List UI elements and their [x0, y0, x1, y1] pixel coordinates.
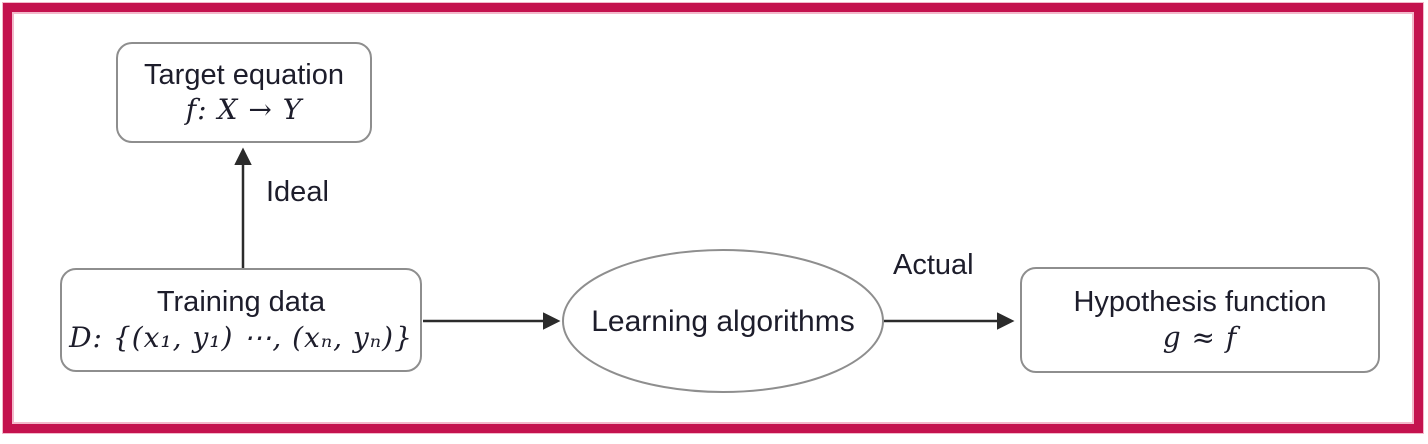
training-data-node: Training data D: {(x₁, y₁) ⋯, (xₙ, yₙ)}: [60, 268, 422, 372]
hypothesis-function-node: Hypothesis function g ≈ f: [1020, 267, 1380, 373]
target-equation-title: Target equation: [144, 58, 344, 91]
training-data-title: Training data: [156, 286, 326, 319]
hypothesis-function-title: Hypothesis function: [1073, 286, 1327, 319]
actual-arrow-label: Actual: [893, 249, 974, 281]
learning-algorithms-ellipse: [562, 249, 884, 393]
target-equation-formula: f: X → Y: [185, 93, 303, 127]
hypothesis-function-formula: g ≈ f: [1162, 320, 1238, 354]
learning-algorithms-label: Learning algorithms: [591, 305, 855, 338]
ideal-arrow-label: Ideal: [266, 176, 329, 208]
diagram-border-frame: [3, 3, 1423, 433]
target-equation-node: Target equation f: X → Y: [116, 42, 372, 143]
training-data-formula: D: {(x₁, y₁) ⋯, (xₙ, yₙ)}: [69, 320, 413, 354]
